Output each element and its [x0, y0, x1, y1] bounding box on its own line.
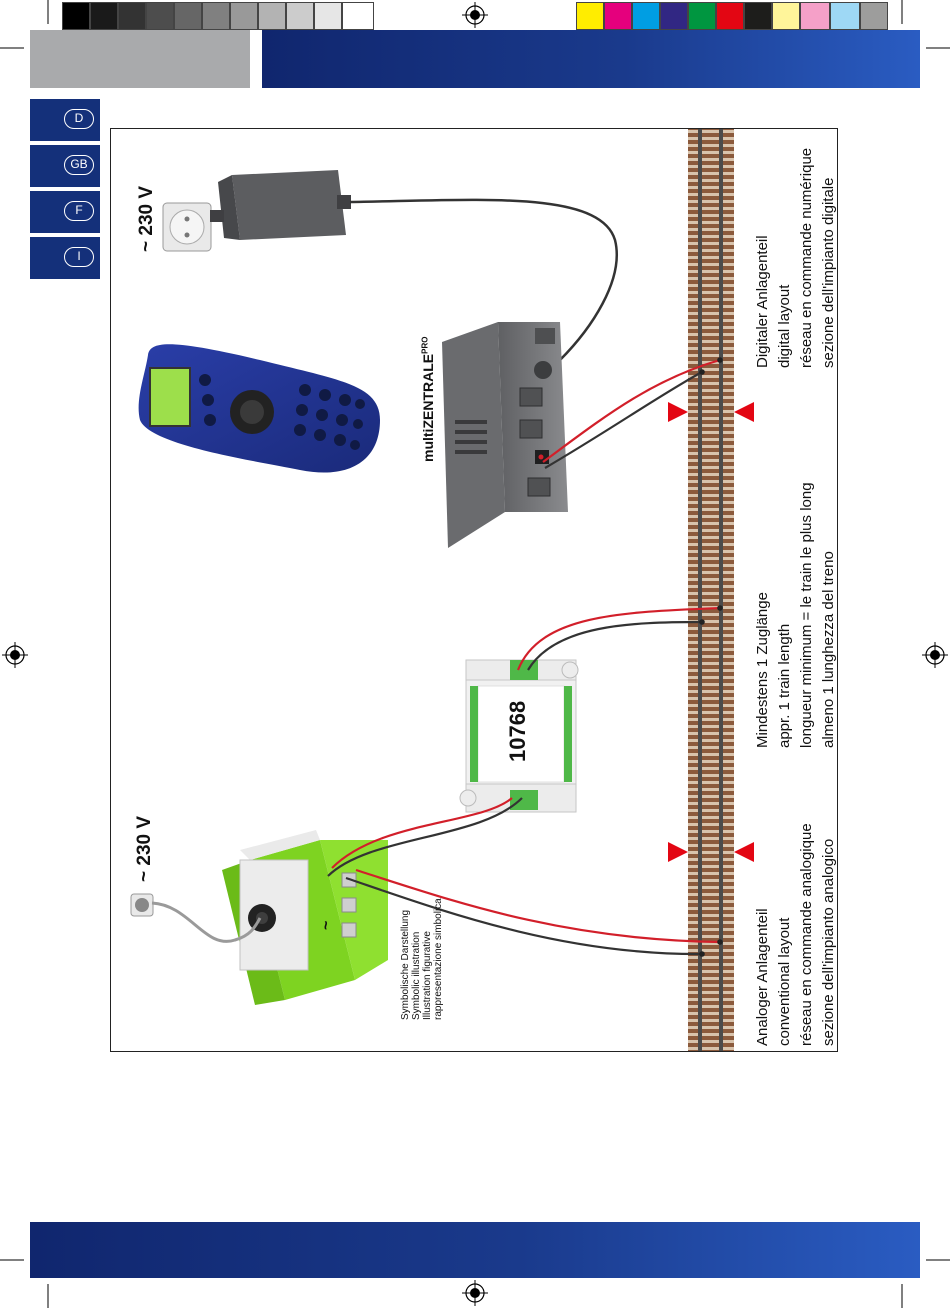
symbolic-line: Symbolische Darstellung — [400, 909, 411, 1020]
symbolic-illustration-note: Symbolische Darstellung Symbolic illustr… — [400, 898, 444, 1020]
voltage-label-bottom: ~ 230 V — [134, 815, 155, 882]
swatch — [660, 2, 688, 30]
language-tab-de[interactable]: D — [30, 99, 100, 141]
power-supply — [210, 170, 351, 240]
language-label: GB — [64, 155, 94, 175]
registration-mark-icon — [462, 1280, 488, 1306]
swatch — [744, 2, 772, 30]
module-number-label: 10768 — [505, 700, 530, 762]
transformer-icon — [222, 830, 388, 1005]
language-tab-gb[interactable]: GB — [30, 145, 100, 187]
swatch — [800, 2, 830, 30]
swatch — [576, 2, 604, 30]
swatch — [62, 2, 90, 30]
header-blue-bar — [262, 30, 920, 88]
swatch — [202, 2, 230, 30]
registration-mark-icon — [2, 642, 28, 668]
footer-blue-bar — [30, 1222, 920, 1278]
isolation-markers — [668, 402, 754, 862]
swatch — [632, 2, 660, 30]
swatch — [716, 2, 744, 30]
multizentrale-pro-unit — [442, 322, 568, 548]
transformer-tilde: ~ — [318, 920, 335, 930]
mains-cable — [151, 901, 262, 943]
swatch — [258, 2, 286, 30]
wires — [327, 358, 721, 956]
swatch — [342, 2, 374, 30]
central-unit-label: multiZENTRALEPRO — [420, 337, 436, 462]
header-gray-block — [30, 30, 250, 88]
caption-line: longueur minimum = le train le plus long — [798, 482, 815, 748]
swatch — [174, 2, 202, 30]
handheld-controller — [138, 344, 380, 473]
swatch — [772, 2, 800, 30]
swatch — [286, 2, 314, 30]
caption-line: appr. 1 train length — [776, 623, 793, 748]
swatch — [604, 2, 632, 30]
wiring-diagram-frame — [110, 128, 838, 1052]
swatch — [860, 2, 888, 30]
registration-mark-icon — [462, 2, 488, 28]
caption-line: sezione dell'impianto digitale — [820, 177, 837, 368]
caption-line: almeno 1 lunghezza del treno — [820, 551, 837, 748]
caption-line: réseau en commande numérique — [798, 147, 815, 368]
language-label: F — [64, 201, 94, 221]
language-tab-it[interactable]: I — [30, 237, 100, 279]
module-10768 — [459, 659, 579, 813]
swatch — [830, 2, 860, 30]
swatch — [688, 2, 716, 30]
caption-line: conventional layout — [776, 917, 793, 1046]
caption-line: digital layout — [776, 284, 793, 368]
caption-line: réseau en commande analogique — [798, 823, 815, 1046]
power-socket-icon — [162, 202, 212, 252]
swatch — [118, 2, 146, 30]
voltage-label-top: ~ 230 V — [136, 185, 157, 252]
central-unit-suffix: PRO — [420, 336, 430, 354]
caption-line: Mindestens 1 Zuglänge — [754, 592, 771, 748]
language-label: D — [64, 109, 94, 129]
swatch — [314, 2, 342, 30]
central-unit-name: multiZENTRALE — [420, 353, 436, 462]
symbolic-line: Symbolic illustration — [411, 931, 422, 1020]
registration-mark-icon — [922, 642, 948, 668]
track — [688, 129, 734, 1051]
caption-line: Analoger Anlagenteil — [754, 908, 771, 1046]
caption-line: sezione dell'impianto analogico — [820, 838, 837, 1046]
swatch — [90, 2, 118, 30]
wall-plug-icon — [130, 893, 154, 917]
language-tab-fr[interactable]: F — [30, 191, 100, 233]
caption-analog-layout: Analoger Anlagenteil conventional layout… — [752, 823, 840, 1046]
symbolic-line: Illustration figurative — [422, 931, 433, 1020]
swatch — [230, 2, 258, 30]
caption-train-length: Mindestens 1 Zuglänge appr. 1 train leng… — [752, 482, 840, 748]
language-label: I — [64, 247, 94, 267]
symbolic-line: rappresentazione simbolica — [433, 898, 444, 1020]
caption-line: Digitaler Anlagenteil — [754, 235, 771, 368]
wire-contacts — [699, 357, 723, 957]
power-cable — [349, 198, 618, 361]
swatch — [146, 2, 174, 30]
caption-digital-layout: Digitaler Anlagenteil digital layout rés… — [752, 148, 840, 368]
